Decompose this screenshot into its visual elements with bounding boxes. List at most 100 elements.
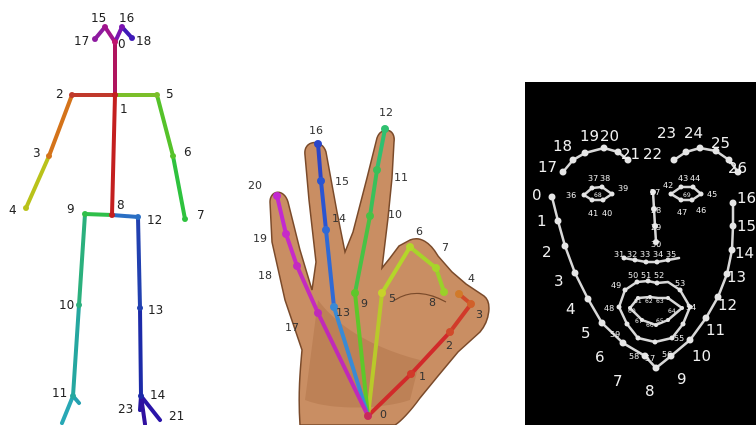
face-label-38: 38 bbox=[600, 174, 610, 183]
hand-bone-0-5 bbox=[366, 291, 384, 418]
face-point-55 bbox=[680, 321, 686, 327]
face-label-41: 41 bbox=[588, 209, 598, 218]
hand-label-4: 4 bbox=[468, 272, 475, 285]
face-point-57 bbox=[652, 339, 658, 345]
face-point-18 bbox=[569, 156, 577, 164]
hand-bone-1-2 bbox=[409, 330, 452, 376]
face-label-6: 6 bbox=[595, 348, 605, 366]
face-point-37 bbox=[589, 185, 595, 191]
hand-bone-7-8 bbox=[434, 266, 446, 294]
hand-label-18: 18 bbox=[258, 269, 272, 282]
hand-joint-18 bbox=[293, 262, 301, 270]
face-label-15: 15 bbox=[737, 217, 756, 235]
hand-label-20: 20 bbox=[248, 179, 262, 192]
face-label-7: 7 bbox=[613, 372, 623, 390]
bone-neck-8 bbox=[110, 93, 117, 217]
face-label-68: 68 bbox=[594, 192, 602, 199]
face-point-62 bbox=[648, 295, 652, 299]
joint-0 bbox=[112, 39, 118, 45]
bone-10-11 bbox=[71, 303, 81, 398]
hand-bone-18-19 bbox=[284, 232, 299, 268]
face-label-27: 27 bbox=[650, 188, 660, 197]
hand-joint-7 bbox=[432, 264, 440, 272]
face-label-24: 24 bbox=[684, 124, 703, 142]
face-label-17: 17 bbox=[538, 158, 557, 176]
face-label-52: 52 bbox=[654, 271, 664, 280]
hand-joint-9 bbox=[351, 289, 359, 297]
hand-joint-4 bbox=[455, 290, 463, 298]
face-label-64: 64 bbox=[668, 308, 676, 315]
face-point-35 bbox=[665, 257, 671, 263]
joint-16 bbox=[119, 24, 125, 30]
body-label-4: 4 bbox=[9, 203, 17, 217]
body-label-13: 13 bbox=[148, 303, 163, 317]
face-point-59 bbox=[624, 321, 630, 327]
face-point-26 bbox=[734, 168, 742, 176]
body-label-15: 15 bbox=[91, 11, 106, 25]
joint-1 bbox=[112, 92, 118, 98]
face-label-12: 12 bbox=[718, 296, 737, 314]
face-label-50: 50 bbox=[628, 271, 638, 280]
face-label-32: 32 bbox=[627, 250, 637, 259]
face-point-7 bbox=[641, 352, 649, 360]
face-label-23: 23 bbox=[657, 124, 676, 142]
face-point-19 bbox=[581, 149, 589, 157]
body-label-6: 6 bbox=[184, 145, 192, 159]
hand-bone-19-20 bbox=[275, 194, 288, 236]
hand-joint-14 bbox=[322, 226, 330, 234]
hand-joint-15 bbox=[317, 177, 325, 185]
face-label-9: 9 bbox=[677, 370, 687, 388]
face-label-19: 19 bbox=[580, 127, 599, 145]
face-point-9 bbox=[667, 352, 675, 360]
face-label-36: 36 bbox=[566, 191, 576, 200]
face-point-22 bbox=[670, 156, 678, 164]
hand-joint-12 bbox=[381, 125, 389, 133]
face-label-25: 25 bbox=[711, 134, 730, 152]
hand-joint-0 bbox=[364, 412, 372, 420]
face-label-18: 18 bbox=[553, 137, 572, 155]
face-label-5: 5 bbox=[581, 324, 591, 342]
palm-crease bbox=[394, 292, 447, 303]
face-point-61 bbox=[636, 296, 640, 300]
face-point-13 bbox=[723, 270, 731, 278]
hand-label-13: 13 bbox=[336, 306, 350, 319]
hand-joint-20 bbox=[273, 192, 281, 200]
face-point-33 bbox=[643, 259, 649, 265]
face-label-4: 4 bbox=[566, 300, 576, 318]
face-point-60 bbox=[628, 306, 632, 310]
hand-joint-16 bbox=[314, 140, 322, 148]
nose-bridge bbox=[651, 190, 658, 244]
hand-joint-1 bbox=[407, 370, 415, 378]
joint-13 bbox=[137, 305, 143, 311]
face-point-38 bbox=[599, 184, 605, 190]
face-point-67 bbox=[640, 318, 644, 322]
face-label-61: 61 bbox=[634, 298, 642, 305]
body-pose-skeleton: 15 16 17 0 18 2 1 5 3 6 4 7 8 9 12 10 13… bbox=[9, 11, 205, 425]
hand-bone-13-14 bbox=[324, 228, 336, 309]
face-label-54: 54 bbox=[686, 303, 696, 312]
face-point-56 bbox=[669, 335, 675, 341]
joint-5 bbox=[154, 92, 160, 98]
hand-joint-6 bbox=[406, 243, 414, 251]
joint-10 bbox=[76, 302, 82, 308]
hand-bone-5-6 bbox=[380, 245, 412, 295]
face-label-55: 55 bbox=[674, 334, 684, 343]
bone-13-14 bbox=[138, 306, 143, 398]
hand-bone-6-7 bbox=[408, 245, 438, 270]
face-point-24 bbox=[696, 144, 704, 152]
hand-joint-19 bbox=[282, 230, 290, 238]
hand-label-8: 8 bbox=[429, 296, 436, 309]
face-label-33: 33 bbox=[640, 250, 650, 259]
face-label-14: 14 bbox=[735, 244, 754, 262]
face-label-1: 1 bbox=[537, 212, 547, 230]
face-label-53: 53 bbox=[675, 279, 685, 288]
bone-8-9 bbox=[83, 212, 114, 217]
body-label-2: 2 bbox=[56, 87, 64, 101]
hand-label-0: 0 bbox=[380, 408, 387, 421]
face-point-47 bbox=[678, 197, 684, 203]
face-point-54 bbox=[687, 304, 693, 310]
body-label-5: 5 bbox=[166, 87, 174, 101]
face-label-10: 10 bbox=[692, 347, 711, 365]
joint-7 bbox=[182, 216, 188, 222]
